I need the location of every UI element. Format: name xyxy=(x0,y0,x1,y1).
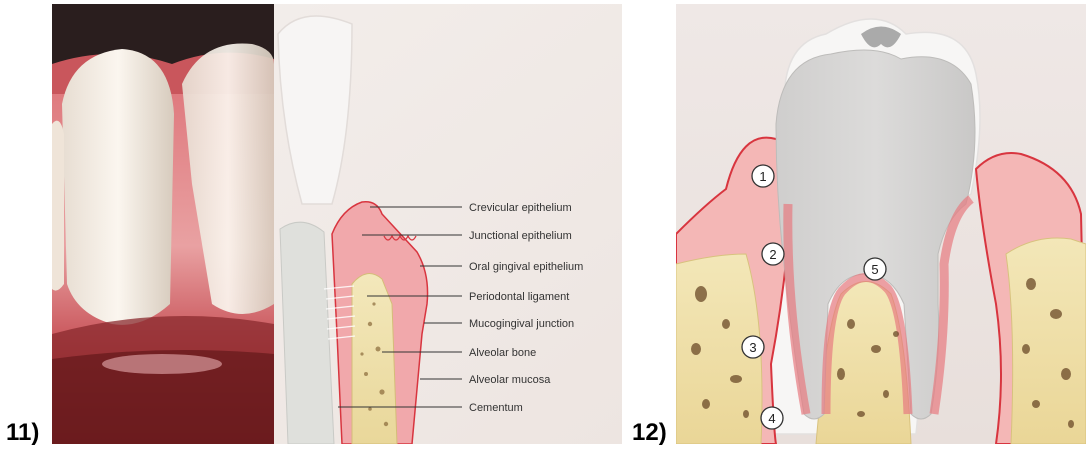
marker-4: 4 xyxy=(761,407,783,429)
label-periodontal-ligament: Periodontal ligament xyxy=(469,291,569,303)
marker-3-label: 3 xyxy=(749,340,756,355)
label-junctional-epithelium: Junctional epithelium xyxy=(469,230,572,242)
marker-4-label: 4 xyxy=(768,411,775,426)
label-cementum: Cementum xyxy=(469,402,523,414)
gingiva-anatomy-panel: Crevicular epithelium Junctional epithel… xyxy=(52,4,622,444)
gingiva-anatomy-illustration: Crevicular epithelium Junctional epithel… xyxy=(52,4,622,444)
label-crevicular-epithelium: Crevicular epithelium xyxy=(469,202,572,214)
marker-1-label: 1 xyxy=(759,169,766,184)
marker-1: 1 xyxy=(752,165,774,187)
periodontium-section-panel: 1 2 3 4 5 xyxy=(676,4,1086,444)
marker-3: 3 xyxy=(742,336,764,358)
clinical-photo xyxy=(52,4,274,444)
marker-5: 5 xyxy=(864,258,886,280)
figure-label-12: 12) xyxy=(632,419,667,447)
periodontium-illustration: 1 2 3 4 5 xyxy=(676,4,1086,444)
marker-2-label: 2 xyxy=(769,247,776,262)
label-alveolar-bone: Alveolar bone xyxy=(469,347,536,359)
figure-label-11: 11) xyxy=(6,419,39,447)
marker-2: 2 xyxy=(762,243,784,265)
label-mucogingival-junction: Mucogingival junction xyxy=(469,318,574,330)
label-oral-gingival-epithelium: Oral gingival epithelium xyxy=(469,261,583,273)
label-alveolar-mucosa: Alveolar mucosa xyxy=(469,374,551,386)
marker-5-label: 5 xyxy=(871,262,878,277)
